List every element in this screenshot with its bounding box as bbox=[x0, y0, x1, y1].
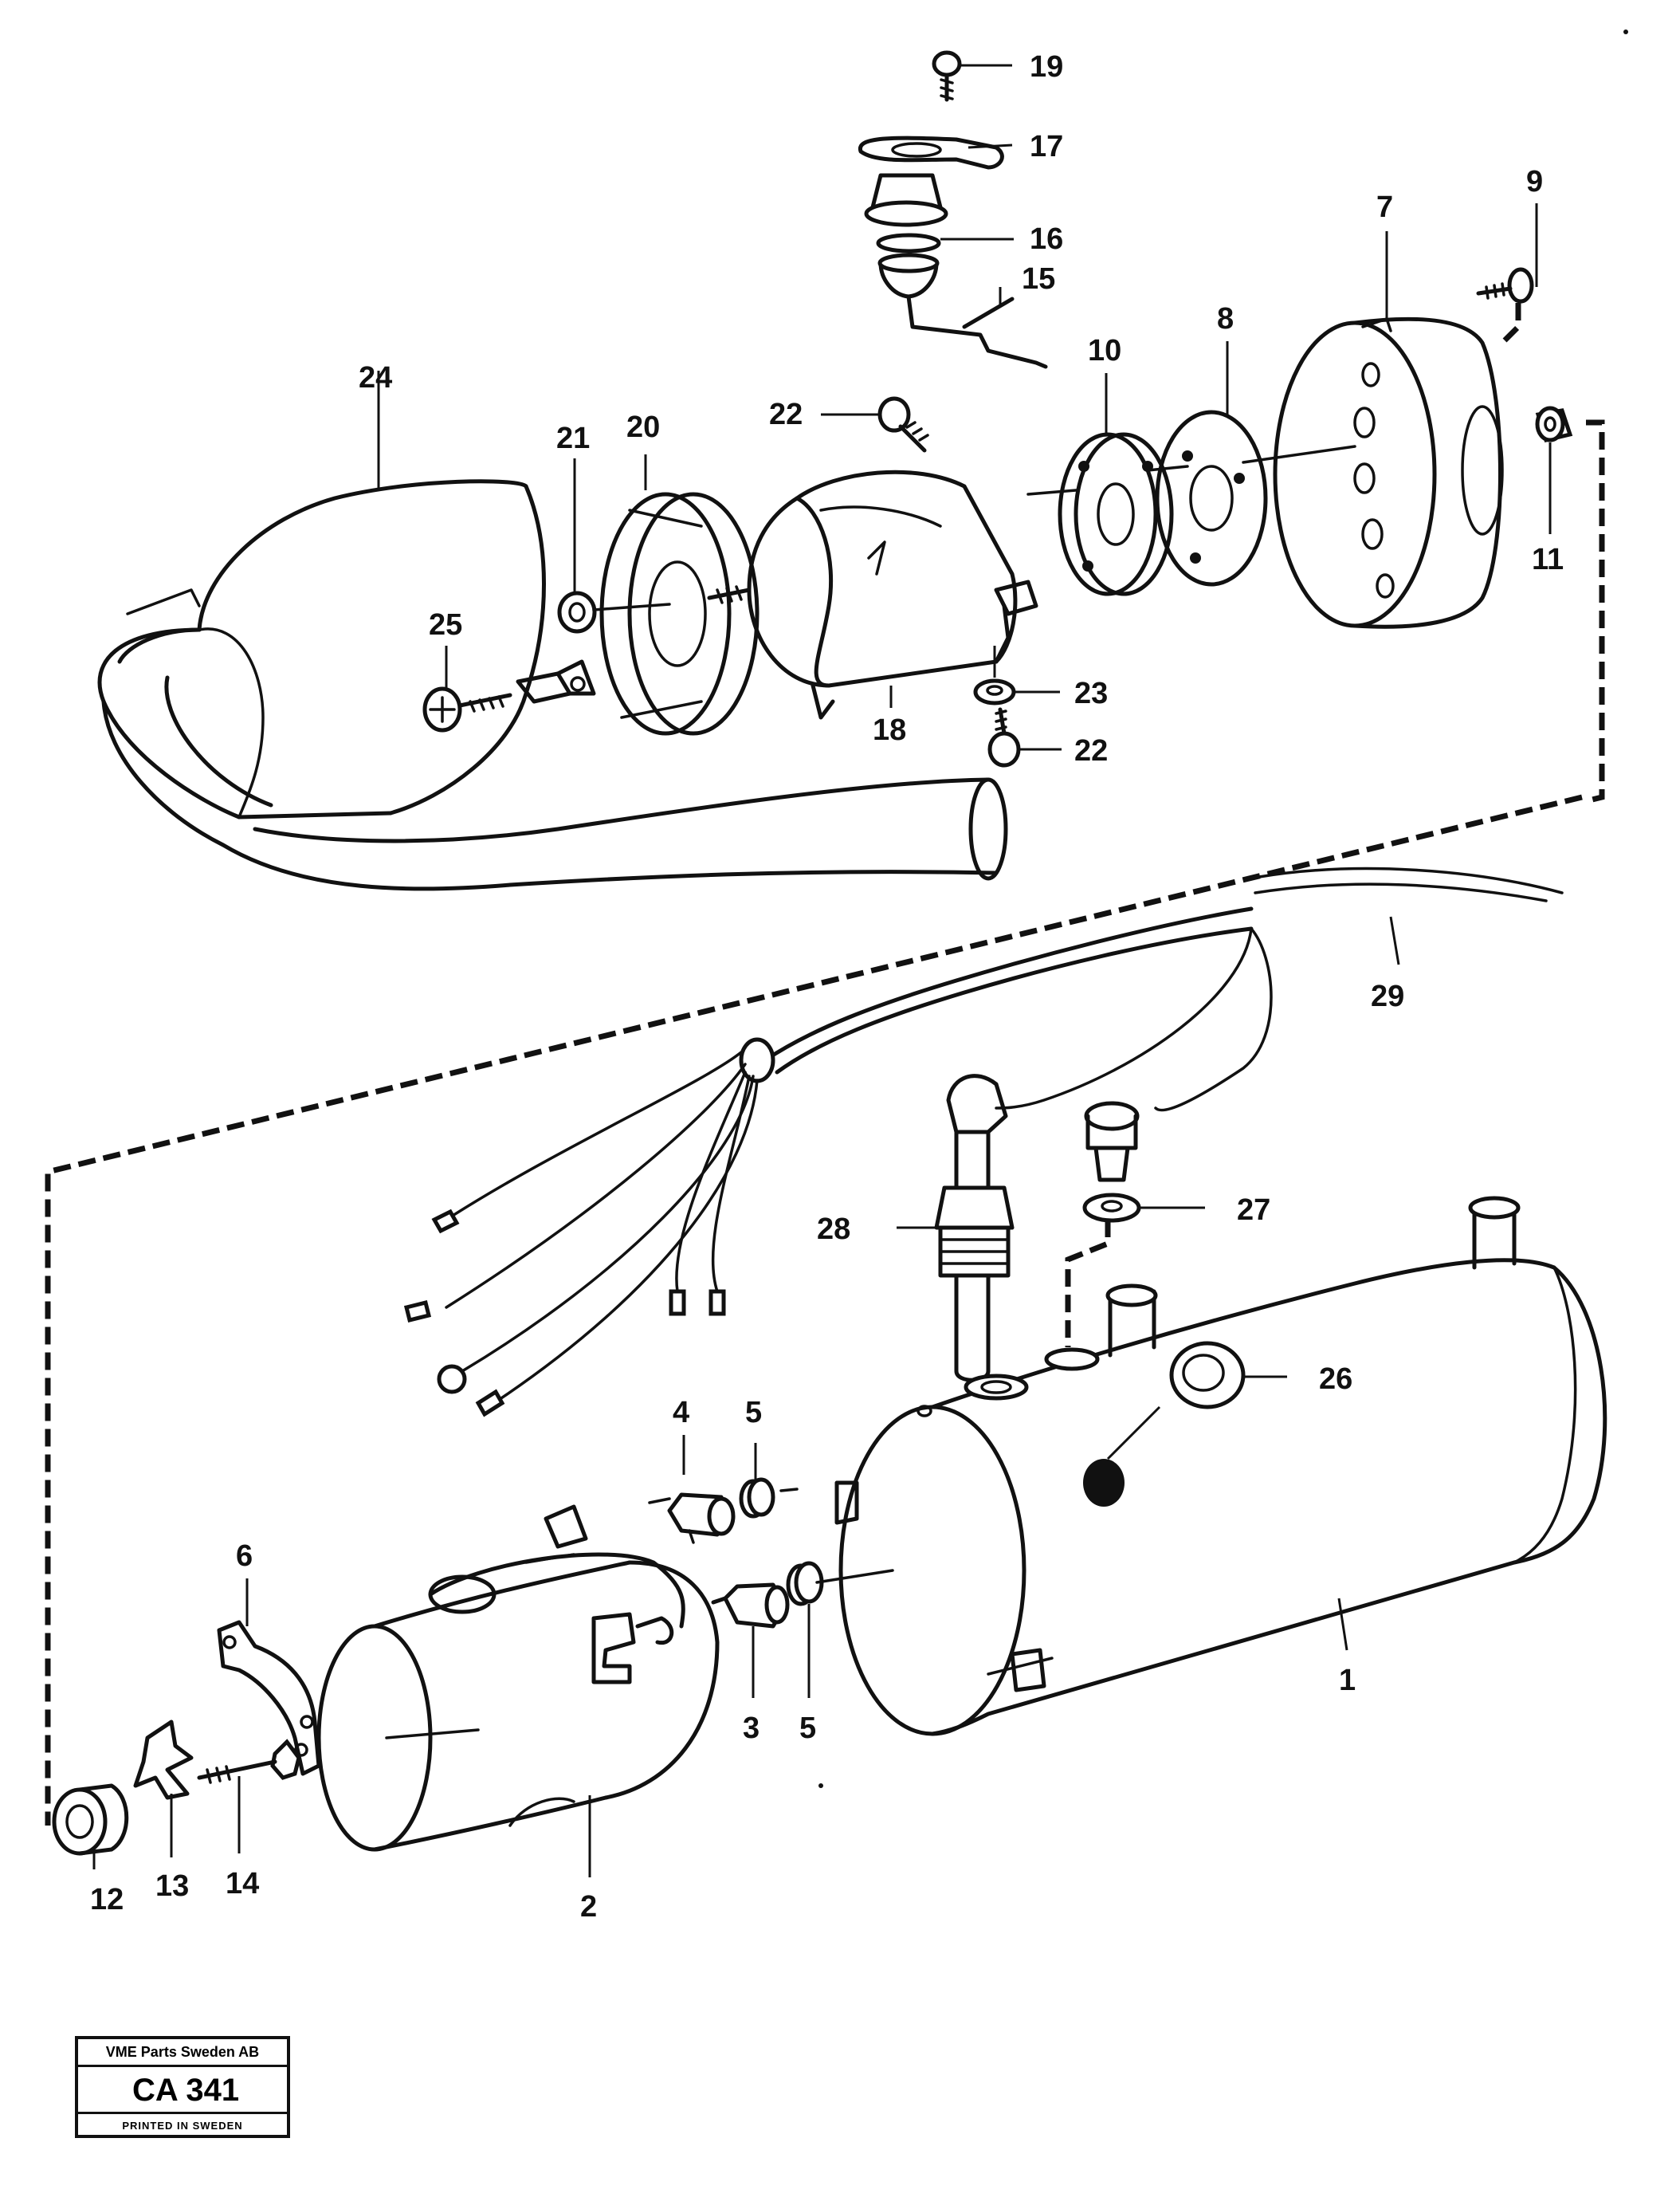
parts-catalog-stamp: VME Parts Sweden AB CA 341 PRINTED IN SW… bbox=[75, 2036, 290, 2138]
stamp-footer: PRINTED IN SWEDEN bbox=[122, 2120, 243, 2132]
part-9-gasket bbox=[1155, 410, 1268, 587]
callout-3: 3 bbox=[743, 1712, 760, 1745]
callout-9: 8 bbox=[1217, 302, 1234, 336]
part-11-spacer bbox=[1535, 406, 1573, 442]
part-21-nut bbox=[557, 591, 597, 634]
part-29-wiring-harness bbox=[403, 867, 1564, 1417]
callout-10: 10 bbox=[1088, 334, 1121, 368]
part-4-fitting bbox=[648, 1492, 736, 1544]
callout-7: 7 bbox=[1376, 191, 1393, 224]
callout-12: 12 bbox=[90, 1883, 124, 1916]
callout-11: 11 bbox=[1532, 543, 1564, 576]
callout-24: 24 bbox=[359, 361, 392, 395]
part-10-flange bbox=[1058, 432, 1174, 596]
part-2-combustion-chamber bbox=[316, 1504, 720, 1852]
part-8-screw bbox=[1476, 267, 1534, 304]
part-16-grommet bbox=[864, 173, 948, 254]
callout-16: 16 bbox=[1030, 222, 1063, 256]
callout-28: 28 bbox=[817, 1213, 850, 1246]
part-17-bracket bbox=[858, 136, 1004, 170]
callout-5-lower: 5 bbox=[799, 1712, 816, 1745]
callout-15: 15 bbox=[1022, 262, 1055, 296]
callout-18: 19 bbox=[1030, 50, 1063, 84]
part-24-blower-housing bbox=[97, 479, 1008, 891]
callout-22-lower: 22 bbox=[1074, 734, 1108, 768]
callout-5-upper: 5 bbox=[745, 1396, 762, 1429]
part-7-end-cover bbox=[1273, 316, 1504, 629]
stamp-code: CA 341 bbox=[78, 2067, 287, 2114]
part-18-screw bbox=[932, 50, 962, 102]
callout-25: 25 bbox=[429, 608, 462, 642]
part-13-clip bbox=[133, 1720, 194, 1800]
leader-lines bbox=[92, 64, 1552, 1877]
stamp-company: VME Parts Sweden AB bbox=[78, 2039, 287, 2067]
part-14-bolt bbox=[197, 1739, 301, 1784]
callout-20: 20 bbox=[626, 411, 660, 444]
callout-1: 1 bbox=[1339, 1664, 1356, 1697]
callout-13: 13 bbox=[155, 1869, 189, 1903]
callout-23: 23 bbox=[1074, 677, 1108, 710]
part-5-washer-upper bbox=[739, 1477, 775, 1519]
callout-29: 29 bbox=[1371, 980, 1404, 1013]
callout-17: 17 bbox=[1030, 130, 1063, 163]
part-27-sensor-plug bbox=[1082, 1101, 1141, 1223]
part-22-screw-lower bbox=[987, 707, 1021, 768]
part-12-cap bbox=[52, 1783, 129, 1856]
part-26-plug bbox=[1169, 1341, 1246, 1409]
part-25-screw bbox=[422, 659, 596, 733]
part-23-washer bbox=[973, 678, 1016, 706]
callout-19: 18 bbox=[873, 713, 906, 747]
part-6-bracket bbox=[217, 1620, 321, 1776]
callout-26: 26 bbox=[1319, 1362, 1352, 1396]
part-20-fan-wheel bbox=[599, 492, 760, 736]
callout-8: 9 bbox=[1526, 165, 1543, 198]
callout-27: 27 bbox=[1237, 1193, 1270, 1227]
callout-4: 4 bbox=[673, 1396, 689, 1429]
part-15-ignition-rod bbox=[877, 253, 1048, 369]
part-3-nozzle bbox=[711, 1582, 790, 1629]
callout-6: 6 bbox=[236, 1539, 253, 1573]
part-22-screw-upper bbox=[877, 396, 929, 453]
callout-22-upper: 22 bbox=[769, 398, 803, 431]
callout-21: 21 bbox=[556, 422, 590, 455]
callout-2: 2 bbox=[580, 1890, 597, 1924]
part-19-motor bbox=[707, 470, 1038, 720]
callout-14: 14 bbox=[226, 1867, 259, 1900]
part-1-heater-body bbox=[834, 1196, 1607, 1736]
callout-labels: 19 17 16 15 7 9 8 10 11 22 23 22 18 20 2… bbox=[90, 50, 1564, 1924]
